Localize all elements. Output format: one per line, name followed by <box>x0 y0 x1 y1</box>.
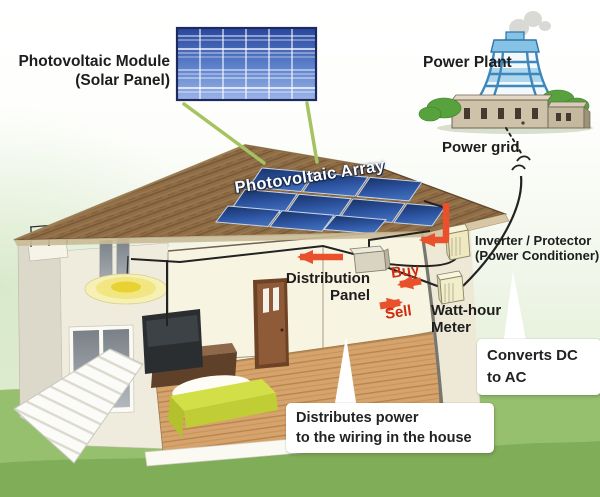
plant-building-icon <box>451 94 591 129</box>
callout-tails <box>334 271 527 409</box>
inverter-protector-label: Inverter / Protector (Power Conditioner) <box>475 233 600 263</box>
watt-hour-meter-label: Watt-hour Meter <box>431 302 502 336</box>
ceiling-lamp <box>84 255 168 305</box>
distribution-panel-label: Distribution Panel <box>285 270 370 304</box>
power-flow-arrows <box>297 203 450 312</box>
power-plant-illustration <box>418 11 593 134</box>
solar-array <box>215 167 446 235</box>
sofa <box>168 379 278 438</box>
photovoltaic-module-label: Photovoltaic Module (Solar Panel) <box>18 53 170 89</box>
converts-dc-to-ac-callout: Converts DC to AC <box>477 339 600 395</box>
watt-hour-meter-device <box>436 270 465 305</box>
distribution-panel-device <box>349 245 391 274</box>
power-plant-label: Power Plant <box>423 54 512 71</box>
sell-arrow <box>379 297 403 312</box>
pointer-lines <box>182 101 319 165</box>
buy-arrow <box>397 275 422 290</box>
array-to-panel-arrow <box>419 203 450 247</box>
stairs <box>13 348 144 464</box>
power-grid-label: Power grid <box>442 139 520 156</box>
power-grid-line <box>462 127 531 287</box>
tv <box>142 309 203 374</box>
solar-module-image <box>175 26 318 102</box>
interior-door <box>253 278 289 369</box>
distributes-power-callout: Distributes power to the wiring in the h… <box>286 403 494 453</box>
bush-icon <box>418 106 442 122</box>
house-right-wall <box>421 219 481 431</box>
cooling-tower-icon <box>478 31 552 97</box>
